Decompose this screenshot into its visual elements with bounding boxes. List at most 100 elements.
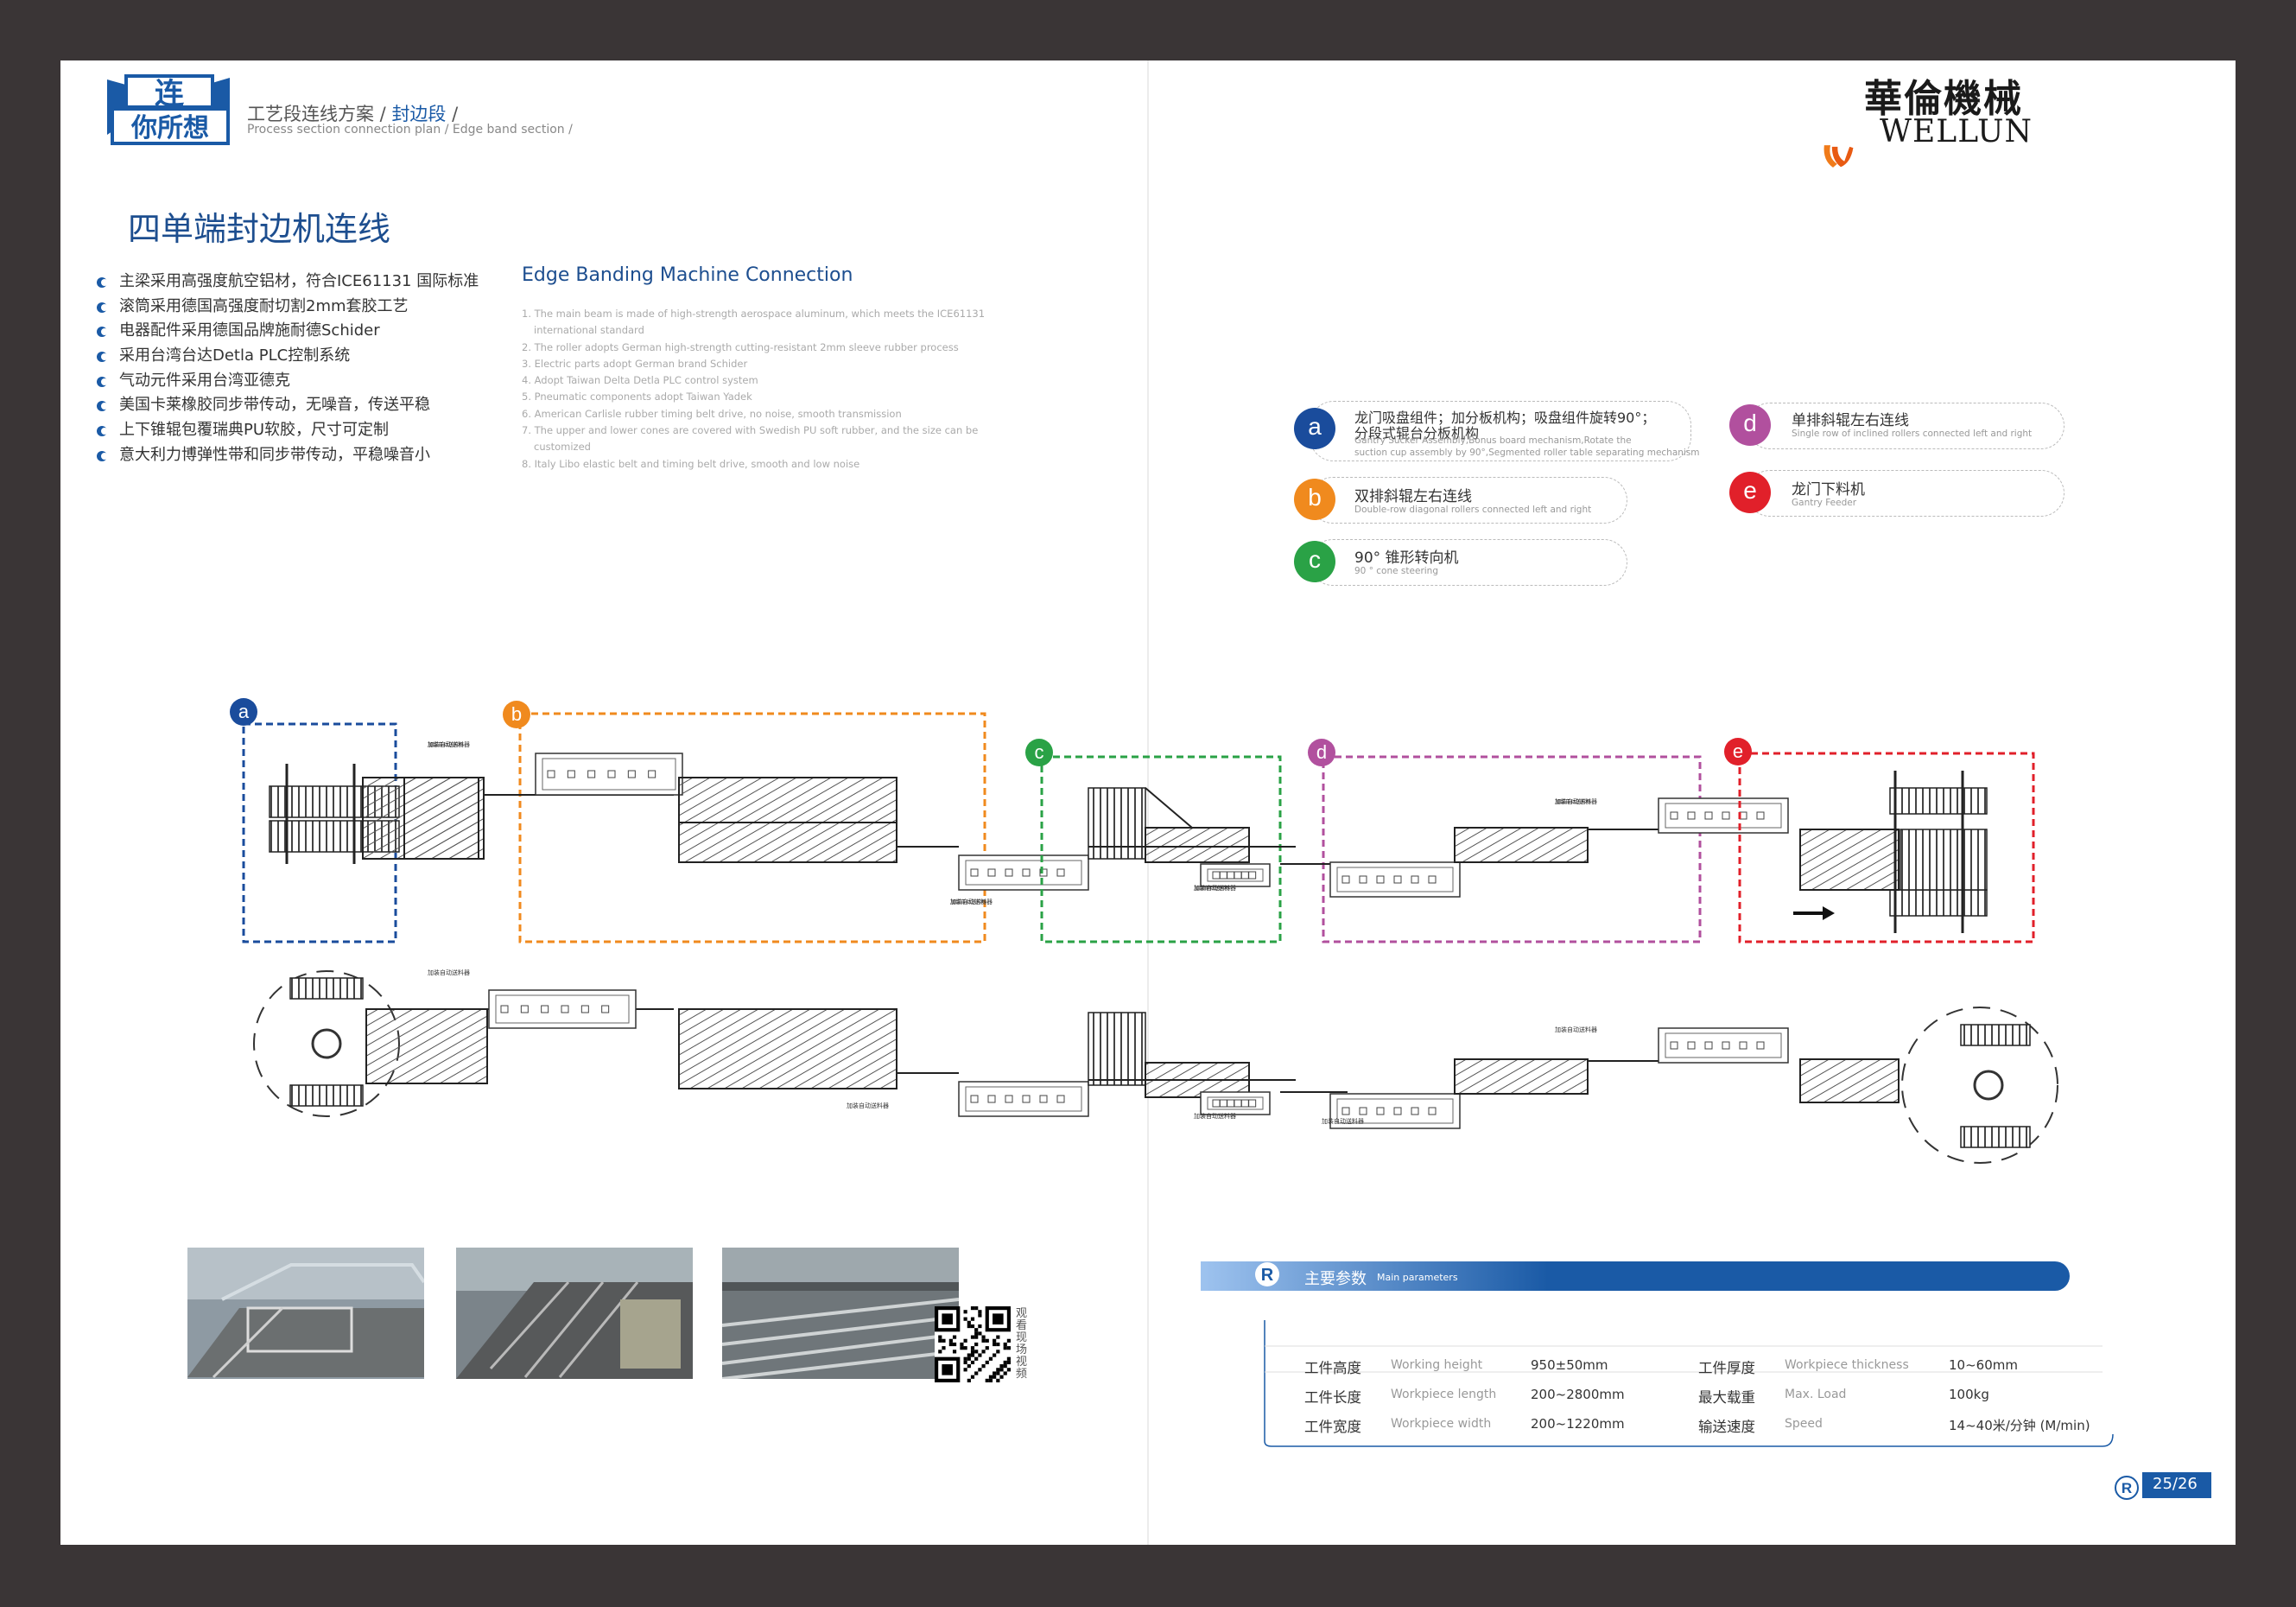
machine-unit (1005, 1095, 1013, 1103)
feature-cn-text: 采用台湾台达Detla PLC控制系统 (119, 346, 351, 365)
roller-conveyor (289, 977, 364, 1000)
qr-module (1003, 1346, 1007, 1350)
page-number-badge (2142, 1472, 2211, 1498)
qr-module (996, 1378, 1000, 1382)
qr-module (967, 1356, 971, 1361)
qr-module (999, 1368, 1004, 1372)
roller-conveyor (1088, 1012, 1146, 1086)
feature-en-item: 3. Electric parts adopt German brand Sch… (522, 357, 748, 370)
machine-unit (1687, 811, 1696, 820)
machine-unit (520, 1005, 529, 1013)
bullet-icon (97, 302, 108, 313)
qr-module (967, 1320, 971, 1324)
machine-unit (1376, 875, 1385, 884)
conveyor-table (1454, 1058, 1589, 1095)
section-en: Process section connection plan / Edge b… (247, 123, 573, 137)
qr-module (988, 1375, 993, 1379)
legend-en: suction cup assembly by 90°,Segmented ro… (1354, 448, 1700, 458)
machine-unit (587, 770, 596, 778)
edge-banding-machine (488, 989, 637, 1029)
feature-cn-item: 电器配件采用德国品牌施耐德Schider (97, 319, 479, 344)
machine-unit (1227, 1099, 1235, 1108)
bullet-icon (97, 277, 108, 288)
machine-unit (1248, 871, 1257, 880)
qr-module (978, 1324, 982, 1329)
qr-module (963, 1338, 967, 1343)
param-name-cn: 工件宽度 (1304, 1419, 1361, 1435)
machine-unit (1240, 871, 1249, 880)
qr-module (981, 1364, 986, 1369)
legend-en: Single row of inclined rollers connected… (1792, 429, 2033, 439)
qr-module (993, 1338, 997, 1343)
qr-module (999, 1364, 1004, 1369)
machine-detail (1207, 868, 1264, 882)
wellun-logo-mark (1823, 145, 1854, 168)
conveyor-table (678, 822, 897, 863)
machine-unit (1022, 1095, 1031, 1103)
feature-cn-text: 意大利力博弹性带和同步带传动，平稳噪音小 (119, 445, 430, 464)
qr-module (996, 1368, 1000, 1372)
qr-module (993, 1353, 997, 1357)
conveyor-table (678, 1008, 897, 1089)
qr-module (996, 1335, 1000, 1339)
direction-arrow (1793, 906, 1835, 920)
qr-module (988, 1378, 993, 1382)
section-cn-highlight: 封边段 (391, 104, 447, 124)
qr-module (963, 1360, 967, 1365)
qr-module (963, 1346, 967, 1350)
qr-module (963, 1310, 967, 1314)
machine-unit (547, 770, 555, 778)
qr-caption: 观看现场视频 (1016, 1307, 1028, 1381)
feature-cn-text: 滚筒采用德国高强度耐切割2mm套胶工艺 (119, 296, 409, 315)
qr-module (978, 1353, 982, 1357)
qr-module (970, 1306, 975, 1311)
qr-finder (942, 1364, 953, 1375)
qr-module (974, 1335, 979, 1339)
param-name-cn: 工件厚度 (1698, 1360, 1755, 1376)
qr-module (999, 1375, 1004, 1379)
qr-module (996, 1371, 1000, 1375)
machine-unit (1704, 811, 1713, 820)
machine-unit (987, 868, 996, 877)
feature-en-item: 5. Pneumatic components adopt Taiwan Yad… (522, 391, 752, 403)
feature-en-item: 4. Adopt Taiwan Delta Detla PLC control … (522, 374, 758, 387)
legend-en: Double-row diagonal rollers connected le… (1354, 505, 1592, 515)
qr-module (963, 1356, 967, 1361)
roller-conveyor (1900, 829, 1988, 891)
legend-cn: 双排斜辊左右连线 (1354, 488, 1472, 505)
zone-c-frame (1040, 755, 1282, 943)
section-cn: 工艺段连线方案 (247, 104, 374, 124)
conveyor-table (1799, 1058, 1900, 1103)
zone-badge-d (1308, 739, 1335, 766)
page-r-icon: R (2115, 1476, 2139, 1500)
feature-cn-item: 上下锥辊包覆瑞典PU软胶，尺寸可定制 (97, 418, 479, 443)
conveyor-table (1145, 827, 1250, 863)
param-name-en: Workpiece thickness (1785, 1358, 1909, 1372)
qr-module (967, 1364, 971, 1369)
machine-unit (580, 1005, 589, 1013)
machine-unit (1428, 1107, 1437, 1115)
qr-module (942, 1338, 946, 1343)
qr-module (963, 1317, 967, 1321)
machine-unit (1248, 1099, 1257, 1108)
qr-module (970, 1335, 975, 1339)
machine-label: 加装自动送料器 (1322, 1117, 1364, 1125)
lian-logo: 连 你所想 (107, 74, 230, 145)
qr-module (1006, 1368, 1011, 1372)
edge-banding-machine (1200, 863, 1271, 887)
features-cn-list: 主梁采用高强度航空铝材，符合ICE61131 国际标准滚筒采用德国高强度耐切割2… (97, 270, 479, 468)
machine-unit (561, 1005, 569, 1013)
qr-code[interactable] (935, 1306, 1011, 1382)
roller-conveyor (1960, 1126, 2031, 1148)
zone-badge-letter-a: a (238, 701, 250, 722)
machine-label: 加装自动送料器 (1555, 797, 1597, 805)
machine-unit (1411, 875, 1419, 884)
legend-badge-e: e (1729, 472, 1771, 513)
section-title: 工艺段连线方案 / 封边段 / (247, 104, 459, 124)
machine-label: 加装自动送料器 (428, 969, 470, 976)
zone-badge-a (230, 698, 257, 726)
bullet-icon (97, 352, 108, 363)
machine-unit (1005, 868, 1013, 877)
zone-badge-letter-c: c (1035, 741, 1044, 763)
